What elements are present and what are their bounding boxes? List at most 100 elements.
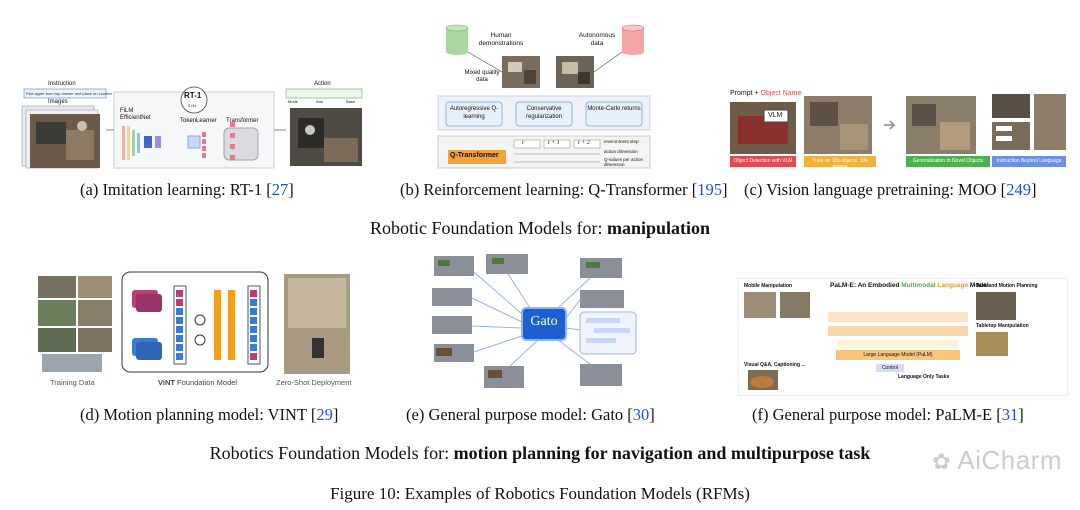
section-manipulation-bold: manipulation [606,218,711,238]
arm-label: Arm [316,99,324,104]
panel-b-qtransformer-figure: Human demonstrations Autonomous data Mix… [432,22,657,170]
vint-token [250,326,257,333]
cite-30[interactable]: 30 [632,405,650,424]
tag-instruction-beyond: Instruction Beyond Language [996,158,1062,164]
palme-diagram [737,277,1069,397]
gato-diagram [432,254,637,388]
caption-b-close: ] [721,180,728,199]
tag-generalization: Generalization to Novel Objects [912,158,984,164]
vint-token [176,308,183,315]
autoregressive-q-learning-label: Autoregressive Q-learning [449,106,499,120]
hz-label: 3 Hz [188,103,197,108]
mixed-quality-label: Mixed quality data [464,70,500,83]
cite-249[interactable]: 249 [1006,180,1031,199]
step-t1: t + 1 [548,140,560,146]
caption-e-close: ] [649,405,655,424]
instruction-label: Instruction [48,81,76,87]
visual-qa-label: Visual Q&A, Captioning ... [744,362,806,368]
section-planning-prefix: Robotics Foundation Models for: [209,443,454,463]
palme-title-post: Model [968,282,989,289]
vint-token [250,344,257,351]
vlm-label: VLM [768,112,783,119]
palme-title-language: Language [937,282,969,289]
vint-token [176,290,183,297]
moo-diagram [730,94,1066,167]
caption-f: (f) General purpose model: PaLM-E [31] [752,405,1024,425]
llm-label: Large Language Model (PaLM) [863,352,933,358]
section-manipulation-prefix: Robotic Foundation Models for: [369,218,607,238]
cite-29[interactable]: 29 [316,405,333,424]
figure-caption: Figure 10: Examples of Robotics Foundati… [330,484,750,503]
palme-title: PaLM-E: An Embodied Multimodal Language … [830,282,989,289]
step-t2: t + 2 [578,140,590,146]
vint-token [250,308,257,315]
caption-a-close: ] [288,180,294,199]
vint-token [250,335,257,342]
panel-c-moo-figure: Prompt + Object Name VLM Object Detectio… [728,90,1068,170]
environment-step-label: environment step [604,139,639,144]
prompt-text: Prompt + [730,90,761,97]
tabletop-manipulation-label: Tabletop Manipulation [976,323,1029,329]
rt1-label: RT-1 [184,91,202,100]
vint-foundation-label: ViNT Foundation Model [158,378,237,387]
vint-token [176,326,183,333]
control-label: Control [881,365,899,371]
monte-carlo-returns-label: Monte-Carlo returns [587,106,641,112]
caption-a-text: (a) Imitation learning: RT-1 [ [80,180,272,199]
vint-token [250,290,257,297]
vint-token [176,317,183,324]
caption-e: (e) General purpose model: Gato [30] [406,405,655,425]
language-only-label: Language Only Tasks [898,374,950,380]
caption-d-text: (d) Motion planning model: VINT [ [80,405,317,424]
panel-a-rt1-figure: Instruction Pick apple from top drawer a… [18,78,366,170]
human-demonstrations-label: Human demonstrations [478,32,524,47]
q-values-label: Q-values per action dimension [604,157,644,167]
tokenlearner-label: TokenLearner [180,118,217,124]
caption-b: (b) Reinforcement learning: Q-Transforme… [400,180,727,200]
caption-f-close: ] [1018,405,1024,424]
caption-a: (a) Imitation learning: RT-1 [27] [80,180,294,200]
vint-bold: ViNT [158,378,175,387]
vint-token [250,299,257,306]
section-planning-bold: motion planning for navigation and multi… [453,443,871,463]
caption-f-text: (f) General purpose model: PaLM-E [ [752,405,1002,424]
vint-token [176,335,183,342]
panel-d-vint-figure: Training Data ViNT Foundation Model Zero… [36,268,356,392]
vint-token [176,299,183,306]
rt1-diagram [21,86,363,169]
vint-token [250,317,257,324]
cite-31[interactable]: 31 [1001,405,1019,424]
task-motion-planning-label: Task and Motion Planning [976,283,1038,289]
panel-e-gato-figure: Gato [430,252,658,394]
conservative-regularization-label: Conservative regularization [525,106,563,120]
caption-d: (d) Motion planning model: VINT [29] [80,405,338,425]
tag-train-objects: Train on 10s objects, 10k demos [812,158,868,170]
caption-d-close: ] [332,405,339,424]
vint-token [250,353,257,360]
palme-title-multimodal: Multimodal [901,282,936,289]
images-label: Images [48,99,68,105]
step-t: t [522,140,524,146]
caption-c: (c) Vision language pretraining: MOO [24… [744,180,1036,200]
mobile-manipulation-label: Mobile Manipulation [744,283,793,289]
foundation-model-text: Foundation Model [174,378,238,387]
training-data-label: Training Data [50,378,95,387]
cite-27[interactable]: 27 [271,180,289,199]
panel-f-palme-figure: PaLM-E: An Embodied Multimodal Language … [737,277,1069,397]
caption-e-text: (e) General purpose model: Gato [ [406,405,633,424]
caption-c-close: ] [1030,180,1037,199]
watermark: ✿ AiCharm [932,445,1062,476]
action-label: Action [314,81,331,87]
transformer-label: Transformer [226,118,259,124]
q-transformer-label: Q-Transformer [450,152,499,159]
prompt-label: Prompt + Object Name [730,90,801,97]
vint-token [176,353,183,360]
action-dimension-label: action dimension [604,149,638,154]
film-label: FiLM EfficientNet [120,108,151,121]
wechat-icon: ✿ [932,449,952,474]
cite-195[interactable]: 195 [697,180,722,199]
section-manipulation: Robotic Foundation Models for: manipulat… [0,218,1080,239]
base-label: Base [346,99,356,104]
watermark-text: AiCharm [957,445,1062,475]
caption-b-text: (b) Reinforcement learning: Q-Transforme… [400,180,698,199]
